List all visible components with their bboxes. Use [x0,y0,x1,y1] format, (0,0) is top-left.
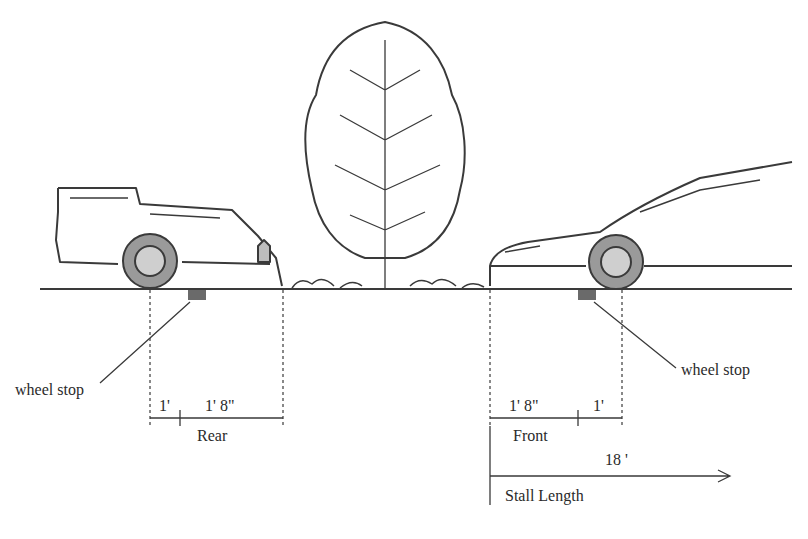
dimension-label: 1' 8" [204,396,235,415]
dimension-label: 1' [592,396,605,415]
extension-lines [150,290,622,426]
tree-branches [335,40,440,288]
rear-car [56,188,282,288]
car-detail [70,198,220,218]
dimension-label: Stall Length [504,486,585,505]
callout-label: wheel stop [14,380,85,399]
hubcap [601,247,631,277]
extension-line [489,426,490,505]
dimension-label: 18 ' [604,450,629,469]
dimension-label: 1' 8" [508,396,539,415]
hubcap [135,246,165,276]
tree [292,22,484,288]
callout-label: wheel stop [680,360,751,379]
extension-line [150,290,622,426]
tail-post [258,240,270,262]
dimension-lines [100,302,730,505]
dimension-label: 1' [158,396,171,415]
zone-label: Front [512,426,549,445]
car-body [56,188,118,264]
zone-label: Rear [196,426,228,445]
front-car [490,162,792,289]
wheel-stop [188,290,206,300]
shrubs [292,279,484,288]
leader-line [100,302,676,383]
wheel [589,235,643,289]
car-body [182,262,270,264]
wheel [123,234,177,288]
stall-length-arrow [490,470,730,482]
wheel-stop [578,290,596,300]
ground-line [40,288,792,290]
